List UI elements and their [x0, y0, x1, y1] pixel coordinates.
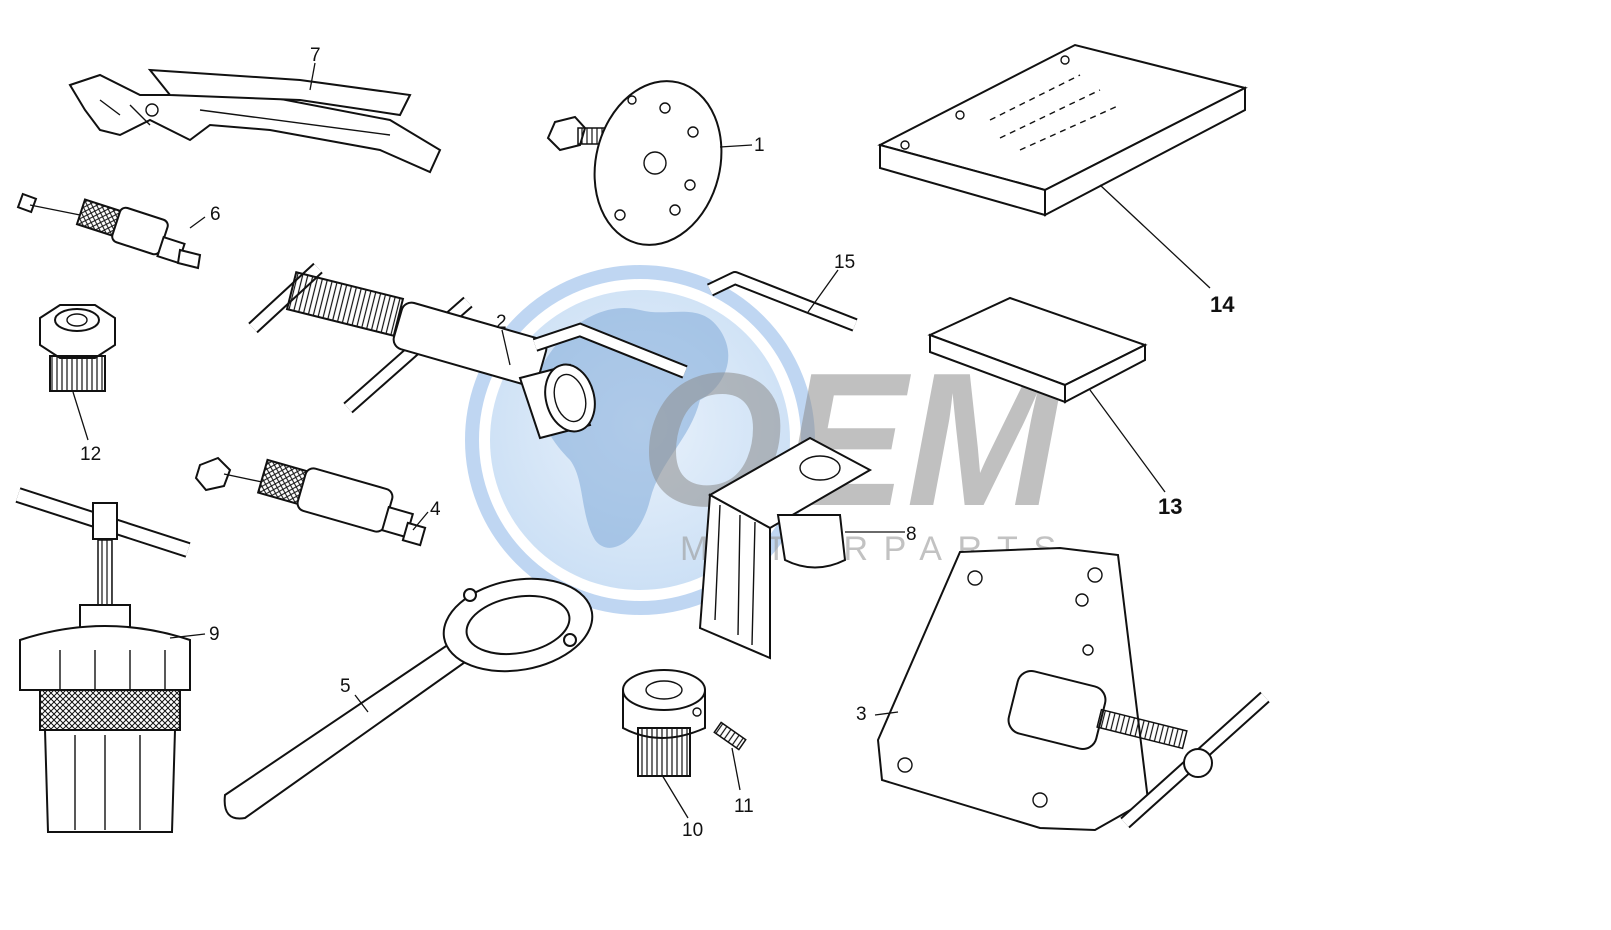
callout-labels: 1 2 3 4 5 6 7 8 9 10 11 12 13 14 15	[80, 45, 1235, 841]
callout-4: 4	[430, 499, 441, 520]
part-12-plug	[39, 304, 116, 392]
part-14-manual	[877, 43, 1248, 217]
part-4-puller	[194, 456, 427, 547]
part-11-screw	[713, 721, 747, 751]
part-9-clutch-puller	[15, 487, 191, 833]
callout-10: 10	[682, 820, 703, 841]
part-13-booklet	[927, 296, 1148, 404]
callout-15: 15	[834, 252, 855, 273]
part-6-puller	[16, 192, 202, 270]
part-10-adapter	[622, 669, 706, 777]
callout-6: 6	[210, 204, 221, 225]
callout-9: 9	[209, 624, 220, 645]
part-7-pliers	[68, 68, 442, 174]
callout-14: 14	[1210, 292, 1235, 317]
callout-1: 1	[754, 135, 765, 156]
callout-8: 8	[906, 524, 917, 545]
callout-11: 11	[734, 796, 754, 817]
part-8-bracket	[698, 436, 905, 660]
part-2-bearing-puller	[248, 262, 688, 440]
callout-7: 7	[310, 45, 321, 66]
part-1-flywheel-puller	[546, 80, 723, 246]
callout-12: 12	[80, 444, 101, 465]
callout-3: 3	[856, 704, 867, 725]
leader-lines	[72, 62, 1211, 819]
part-5-spanner	[223, 577, 594, 820]
callout-13: 13	[1158, 494, 1182, 519]
callout-5: 5	[340, 676, 351, 697]
part-15-hex-key	[706, 271, 858, 332]
part-3-plate-puller	[876, 546, 1270, 832]
callout-2: 2	[496, 312, 507, 333]
